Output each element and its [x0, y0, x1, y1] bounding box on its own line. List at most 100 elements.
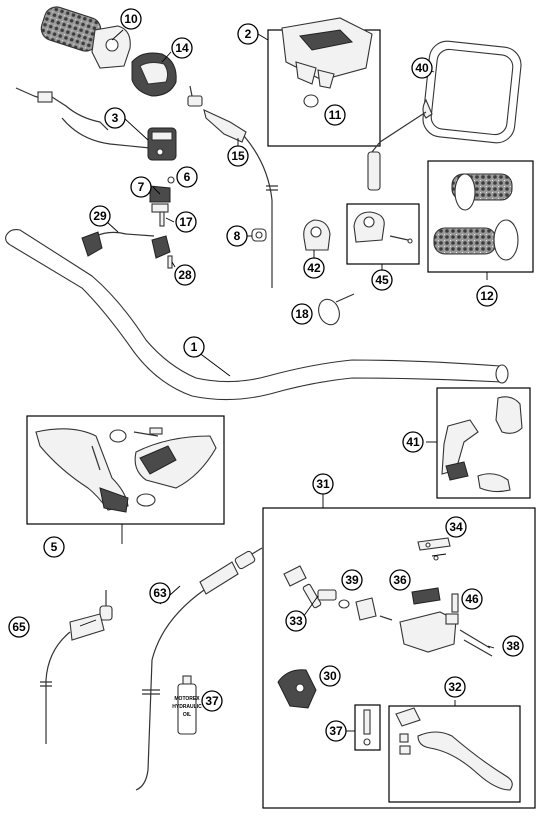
hydraulic-oil-bottle-part: MOTOREX HYDRAULIC OIL: [172, 675, 202, 735]
svg-text:17: 17: [179, 215, 193, 229]
group-frame-38: [354, 704, 381, 751]
svg-text:63: 63: [153, 586, 167, 600]
handguards-part: [35, 427, 217, 513]
callout-46: 42: [303, 257, 325, 279]
callout-3: 5: [43, 536, 65, 558]
callout-52: 45: [371, 269, 393, 291]
throttle-grip-part: [40, 6, 131, 69]
callout-1: 1: [183, 336, 205, 358]
svg-text:11: 11: [329, 108, 342, 122]
svg-text:41: 41: [406, 435, 420, 449]
callout-8: 8: [226, 225, 248, 247]
svg-text:33: 33: [289, 614, 303, 628]
svg-text:36: 36: [393, 573, 407, 587]
small-switch-parts: [149, 176, 175, 227]
throttle-cover-part: [131, 52, 177, 97]
callout-40: 39: [341, 569, 363, 591]
svg-text:42: 42: [307, 261, 321, 275]
callout-41: 46: [461, 588, 483, 610]
callout-11: 11: [324, 104, 346, 126]
svg-text:7: 7: [138, 180, 145, 194]
callout-14: 15: [227, 145, 249, 167]
switch-with-wiring-part: [61, 117, 177, 161]
handguard-clamps-part: [441, 396, 523, 493]
svg-text:29: 29: [93, 209, 107, 223]
callout-17: 12: [476, 285, 498, 307]
svg-text:5: 5: [51, 540, 58, 554]
switch-housing-part: [281, 17, 373, 108]
group-frame-30: [262, 507, 536, 809]
callout-29: 29: [89, 205, 111, 227]
clutch-master-cylinder-part: [283, 537, 493, 657]
svg-text:14: 14: [175, 41, 189, 55]
group-frame-52: [346, 203, 420, 265]
svg-text:12: 12: [480, 289, 494, 303]
svg-text:32: 32: [448, 680, 462, 694]
callout-63: 63: [149, 582, 171, 604]
callout-42: 40: [411, 57, 433, 79]
mirror-clamp-part: [353, 211, 413, 244]
handlebar-grips-part: [433, 173, 519, 261]
svg-text:40: 40: [415, 61, 429, 75]
group-frame-3: [26, 415, 225, 525]
mirror-part: [367, 40, 522, 191]
callout-45: 41: [402, 431, 424, 453]
callout-15: 17: [175, 211, 197, 233]
hot-start-cable-part: [40, 590, 113, 744]
bottle-label-line2: HYDRAULIC: [172, 704, 202, 710]
callout-7: 7: [130, 176, 152, 198]
reservoir-part: [277, 669, 317, 709]
callout-34: 36: [389, 569, 411, 591]
group-frame-17: [427, 160, 534, 273]
callout-5: 3: [104, 107, 126, 129]
svg-text:46: 46: [465, 592, 479, 606]
callout-36-label: 37: [205, 694, 219, 708]
group-frame-45: [436, 387, 531, 499]
svg-text:6: 6: [184, 170, 191, 184]
bottle-label-line3: OIL: [183, 712, 191, 718]
callout-37: 30: [319, 665, 341, 687]
clamp-part: [303, 219, 331, 251]
bolt-part: [363, 709, 371, 746]
callout-38: 37: [325, 720, 347, 742]
svg-text:18: 18: [295, 307, 309, 321]
callout-33: 34: [445, 516, 467, 538]
callout-32: 33: [285, 610, 307, 632]
callout-65: 65: [8, 616, 30, 638]
hydraulic-hose-part: [135, 547, 263, 791]
svg-text:31: 31: [316, 477, 330, 491]
callout-39: 38: [502, 635, 524, 657]
throttle-sensor-wiring-part: [15, 87, 109, 131]
callout-12: 14: [171, 37, 193, 59]
handlebar-part: [5, 229, 509, 401]
svg-text:8: 8: [234, 229, 241, 243]
bottle-label-line1: MOTOREX: [174, 696, 200, 702]
svg-text:15: 15: [231, 149, 245, 163]
clutch-lever-part: [395, 707, 513, 791]
svg-text:38: 38: [506, 639, 520, 653]
svg-text:30: 30: [323, 669, 337, 683]
svg-text:34: 34: [449, 520, 463, 534]
svg-text:65: 65: [12, 620, 26, 634]
callout-10: 10: [120, 8, 142, 30]
svg-text:2: 2: [245, 27, 252, 41]
callout-31: 32: [444, 676, 466, 698]
callout-2: 2: [237, 23, 259, 45]
svg-text:1: 1: [191, 340, 198, 354]
cable-tie-part: [318, 293, 355, 326]
cable-clip-part: [251, 228, 267, 242]
svg-text:45: 45: [375, 273, 389, 287]
callout-30: 31: [312, 473, 334, 495]
callout-18: 18: [291, 303, 313, 325]
callout-6: 6: [176, 166, 198, 188]
callout-28: 28: [174, 264, 196, 286]
svg-text:3: 3: [112, 111, 119, 125]
clutch-cable-part: [187, 85, 278, 288]
callout-36: 37: [201, 690, 223, 712]
svg-text:39: 39: [345, 573, 359, 587]
group-frame-31: [388, 705, 521, 803]
svg-text:10: 10: [124, 12, 138, 26]
svg-text:28: 28: [178, 268, 192, 282]
connector-wiring-part: [81, 231, 173, 269]
